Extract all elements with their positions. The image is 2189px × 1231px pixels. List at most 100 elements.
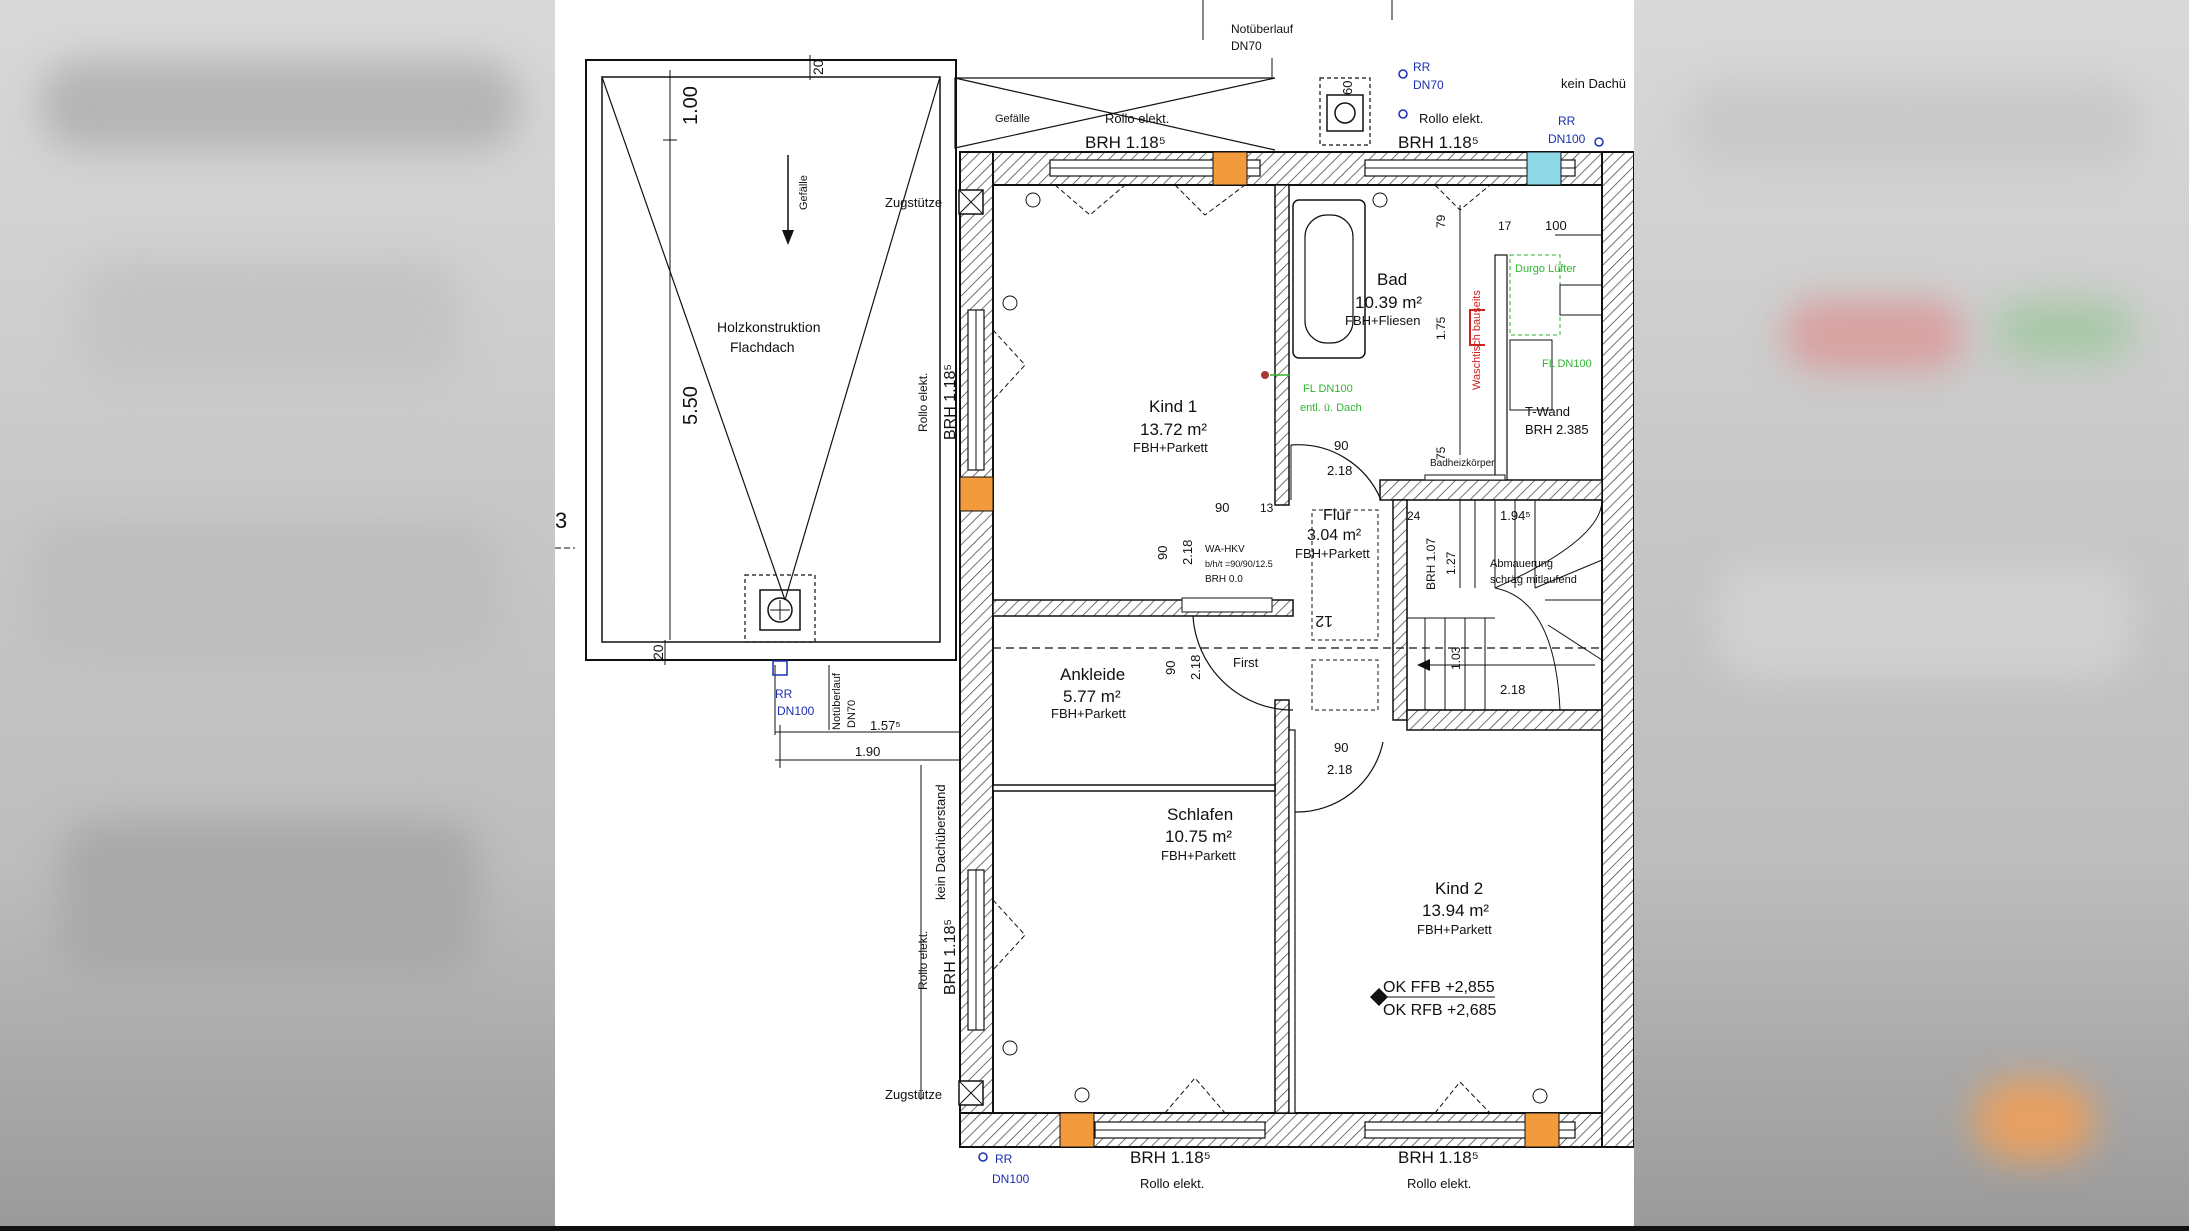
room-ankleide-area: 5.77 m² — [1063, 687, 1121, 706]
label-rr-top-right: RR — [1413, 60, 1431, 74]
label-twand: T-Wand — [1525, 404, 1570, 419]
label-dim-190: 1.90 — [855, 744, 880, 759]
window-markers — [959, 151, 1562, 1148]
label-wa-hkv-brh: BRH 0.0 — [1205, 574, 1243, 585]
label-rollo-top-left: Rollo elekt. — [1105, 111, 1169, 126]
label-dn70-top-right: DN70 — [1413, 78, 1444, 92]
room-schlafen-area: 10.75 m² — [1165, 827, 1232, 846]
label-dim-218-kind1: 2.18 — [1327, 463, 1352, 478]
label-dim-100: 100 — [1545, 218, 1567, 233]
label-rollo-bottom-left: Rollo elekt. — [1140, 1176, 1204, 1191]
floor-plan-sheet: 20 20 1.00 5.50 Gefälle Holzkonstruktion… — [555, 0, 1634, 1228]
label-dim-175: 1.75 — [1434, 316, 1448, 340]
blurred-background-right — [1634, 0, 2189, 1231]
label-brh-bottom-right: BRH 1.18⁵ — [1398, 1148, 1479, 1167]
staircase — [1406, 499, 1603, 711]
room-flur-name: Flur — [1323, 507, 1351, 524]
label-zugstuetze-bottom: Zugstütze — [885, 1087, 942, 1102]
label-dn100-top-far: DN100 — [1548, 132, 1586, 146]
label-dn70-left: DN70 — [846, 700, 858, 728]
edge-mark: 3 — [555, 508, 567, 533]
room-bad-finish: FBH+Fliesen — [1345, 313, 1421, 328]
label-waschtisch: Waschtisch bauseits — [1471, 290, 1483, 390]
label-stair-mark: 12 — [1315, 612, 1333, 629]
room-kind1-area: 13.72 m² — [1140, 420, 1207, 439]
label-dim-218-v: 2.18 — [1180, 540, 1195, 565]
label-brh-top-right: BRH 1.18⁵ — [1398, 133, 1479, 152]
label-wa-hkv-dim: b/h/t =90/90/12.5 — [1205, 559, 1273, 569]
bathtub — [1292, 199, 1366, 359]
roof-construction-line2: Flachdach — [730, 339, 795, 355]
label-badheizkoerper: Badheizkörper — [1430, 458, 1495, 469]
label-kein-dachueberstand-left: kein Dachüberstand — [933, 784, 948, 900]
annotations: Notüberlauf DN70 RR DN70 RR DN100 kein D… — [775, 22, 1626, 1191]
room-kind1-finish: FBH+Parkett — [1133, 440, 1208, 455]
roof-construction-line1: Holzkonstruktion — [717, 319, 821, 335]
bath-fixtures — [1261, 205, 1603, 481]
label-dim-90-kind1: 90 — [1334, 438, 1348, 453]
dim-60: 60 — [1340, 81, 1355, 95]
label-dim-90-v: 90 — [1155, 546, 1170, 560]
label-wa-hkv: WA-HKV — [1205, 544, 1245, 555]
label-rollo-left-top: Rollo elekt. — [916, 373, 930, 432]
label-rollo-top-right: Rollo elekt. — [1419, 111, 1483, 126]
label-dim-218-kind2: 2.18 — [1327, 762, 1352, 777]
label-dim-75: 75 — [1434, 446, 1448, 460]
room-bad-area: 10.39 m² — [1355, 293, 1422, 312]
floor-plan-drawing: 20 20 1.00 5.50 Gefälle Holzkonstruktion… — [555, 0, 1634, 1191]
blurred-background-left — [0, 0, 555, 1231]
label-brh-top-left: BRH 1.18⁵ — [1085, 133, 1166, 152]
label-dim-13: 13 — [1260, 501, 1274, 515]
label-dim-90-flur: 90 — [1215, 500, 1229, 515]
room-flur-area: 3.04 m² — [1307, 527, 1362, 544]
dim-20-top: 20 — [810, 59, 826, 75]
label-brh-left-bottom: BRH 1.18⁵ — [942, 919, 959, 995]
roof-dim-height: 5.50 — [680, 386, 702, 425]
room-schlafen-finish: FBH+Parkett — [1161, 848, 1236, 863]
room-bad-name: Bad — [1377, 270, 1407, 289]
dim-20-bottom: 20 — [650, 644, 666, 660]
label-dim-79: 79 — [1434, 214, 1448, 228]
label-rr-top-far: RR — [1558, 114, 1576, 128]
label-dn70-top: DN70 — [1231, 39, 1262, 53]
label-dim-17: 17 — [1498, 219, 1512, 233]
label-dim-103: 1.03 — [1449, 646, 1463, 670]
label-brh-bottom-left: BRH 1.18⁵ — [1130, 1148, 1211, 1167]
level-marker — [1370, 988, 1495, 1006]
label-dim-24: 24 — [1407, 509, 1421, 523]
label-dn100-left: DN100 — [777, 704, 815, 718]
room-flur-finish: FBH+Parkett — [1295, 546, 1370, 561]
label-fl-dn100: FL DN100 — [1303, 383, 1353, 395]
dim-lines-left — [772, 660, 988, 1162]
label-dim-127: 1.27 — [1444, 551, 1458, 575]
room-kind2-finish: FBH+Parkett — [1417, 922, 1492, 937]
roof-dim-top: 1.00 — [680, 86, 702, 125]
label-dim-90-ankl: 90 — [1163, 661, 1178, 675]
roof-area: 20 20 1.00 5.50 Gefälle Holzkonstruktion… — [555, 55, 1276, 665]
label-rr-bottom: RR — [995, 1152, 1013, 1166]
room-labels: Kind 1 13.72 m² FBH+Parkett Bad 10.39 m²… — [1051, 270, 1492, 937]
top-drain: 60 — [1202, 0, 1604, 147]
label-dn100-bottom: DN100 — [992, 1172, 1030, 1186]
label-notueberlauf-left: Notüberlauf — [831, 672, 843, 730]
label-zugstuetze-top: Zugstütze — [885, 195, 942, 210]
label-brh-left-top: BRH 1.18⁵ — [942, 364, 959, 440]
label-fl-dn100-sub: entl. ü. Dach — [1300, 402, 1362, 414]
label-dim-90-kind2: 90 — [1334, 740, 1348, 755]
label-ok-rfb: OK RFB +2,685 — [1383, 1002, 1496, 1019]
label-fl-dn100-right: FL DN100 — [1542, 358, 1592, 370]
label-ok-ffb: OK FFB +2,855 — [1383, 979, 1495, 996]
label-abmauerung: Abmauerung — [1490, 558, 1553, 570]
room-schlafen-name: Schlafen — [1167, 805, 1233, 824]
windows — [967, 159, 1576, 1139]
door-swings — [1192, 444, 1384, 813]
label-notueberlauf-top: Notüberlauf — [1231, 22, 1294, 36]
label-rr-left: RR — [775, 687, 793, 701]
room-ankleide-name: Ankleide — [1060, 665, 1125, 684]
label-first: First — [1233, 655, 1259, 670]
room-kind2-area: 13.94 m² — [1422, 901, 1489, 920]
screen-bottom-bar — [0, 1226, 2189, 1231]
label-dim-157: 1.57⁵ — [870, 718, 901, 733]
label-durgo: Durgo Lüfter — [1515, 263, 1576, 275]
zugstuetze-symbols — [958, 189, 984, 1106]
